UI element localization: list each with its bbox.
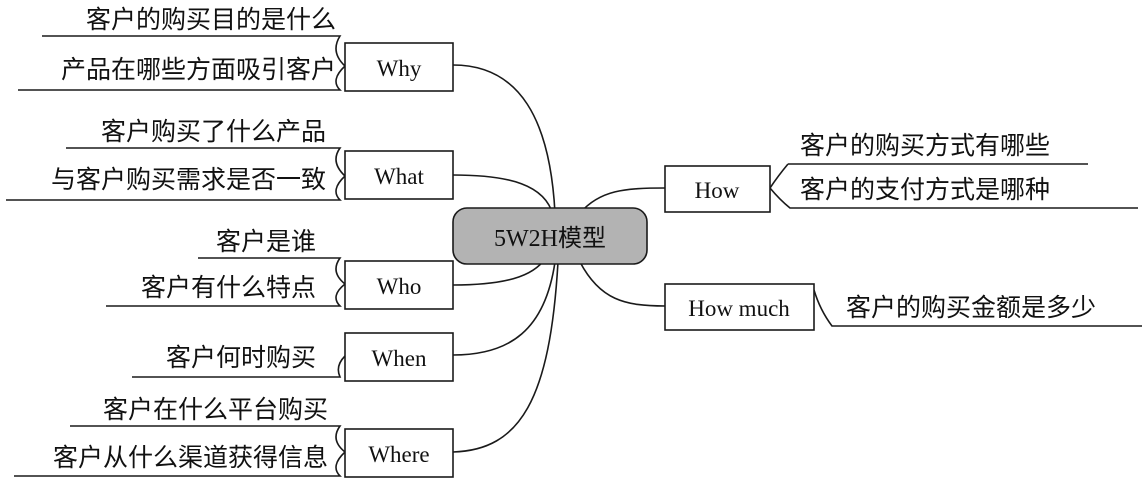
- center-node: 5W2H模型: [452, 207, 648, 265]
- node-what-box: [344, 150, 454, 200]
- node-how: How: [664, 165, 771, 213]
- node-why-box: [344, 42, 454, 92]
- node-howmuch: How much: [664, 283, 815, 331]
- leaf-texts: 客户的购买目的是什么 产品在哪些方面吸引客户 客户购买了什么产品 与客户购买需求…: [51, 5, 1096, 472]
- connector-what: [452, 174, 554, 216]
- why-item-1: 客户的购买目的是什么: [86, 5, 336, 34]
- node-howmuch-box: [664, 283, 815, 331]
- node-why: Why: [344, 42, 454, 92]
- when-bracket: [132, 355, 346, 378]
- connector-how: [579, 187, 666, 214]
- center-node-label: 5W2H模型: [494, 225, 606, 252]
- connector-when: [452, 261, 556, 356]
- who-item-1: 客户是谁: [216, 227, 316, 256]
- node-why-label: Why: [377, 56, 422, 81]
- node-how-box: [664, 165, 771, 213]
- howmuch-item-1: 客户的购买金额是多少: [846, 293, 1096, 322]
- node-howmuch-label: How much: [688, 296, 790, 321]
- when-item-1: 客户何时购买: [166, 343, 316, 372]
- node-when-box: [344, 332, 454, 382]
- connector-why: [452, 64, 556, 214]
- what-item-2: 与客户购买需求是否一致: [51, 165, 326, 194]
- node-where: Where: [344, 428, 454, 478]
- where-item-1: 客户在什么平台购买: [103, 395, 328, 424]
- how-item-2: 客户的支付方式是哪种: [800, 175, 1050, 204]
- center-node-box: [452, 207, 648, 265]
- who-item-2: 客户有什么特点: [141, 273, 316, 302]
- where-item-2: 客户从什么渠道获得信息: [53, 443, 328, 472]
- how-item-1: 客户的购买方式有哪些: [800, 131, 1050, 160]
- howmuch-bracket: [813, 289, 1142, 327]
- node-how-label: How: [695, 178, 740, 203]
- connector-howmuch: [579, 261, 666, 307]
- node-where-label: Where: [368, 442, 429, 467]
- node-who: Who: [344, 260, 454, 310]
- why-item-2: 产品在哪些方面吸引客户: [61, 55, 336, 84]
- node-when-label: When: [372, 346, 427, 371]
- node-what: What: [344, 150, 454, 200]
- node-when: When: [344, 332, 454, 382]
- what-item-1: 客户购买了什么产品: [101, 117, 326, 146]
- node-where-box: [344, 428, 454, 478]
- node-who-box: [344, 260, 454, 310]
- node-what-label: What: [374, 164, 424, 189]
- connector-where: [452, 261, 559, 453]
- node-who-label: Who: [377, 274, 422, 299]
